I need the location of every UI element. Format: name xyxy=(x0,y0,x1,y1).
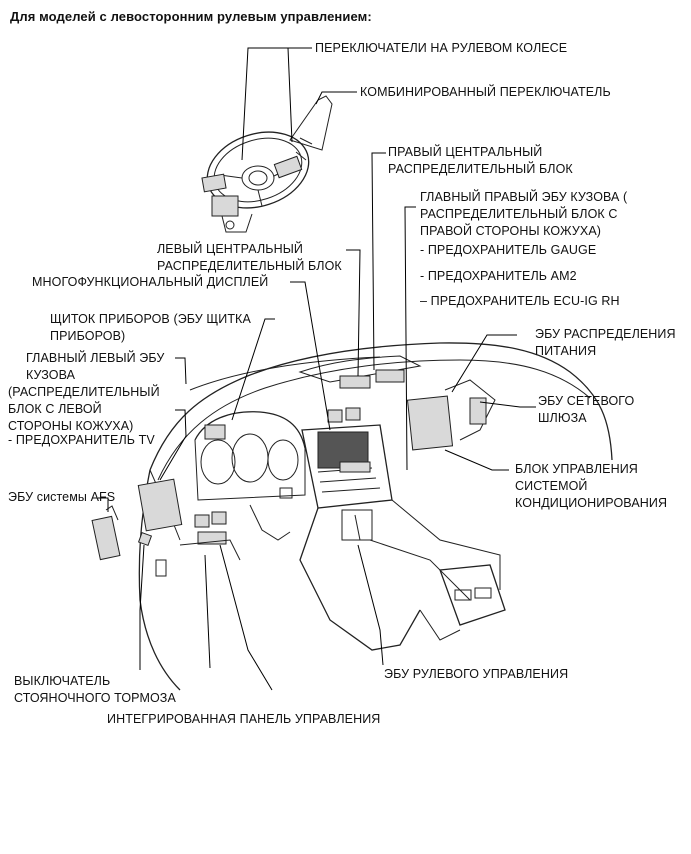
label-right-junction-block: ПРАВЫЙ ЦЕНТРАЛЬНЫЙ РАСПРЕДЕЛИТЕЛЬНЫЙ БЛО… xyxy=(388,145,573,176)
label-main-body-ecu-lh: ГЛАВНЫЙ ЛЕВЫЙ ЭБУ КУЗОВА (РАСПРЕДЕЛИТЕЛЬ… xyxy=(8,351,165,433)
diagram-title: Для моделей с левосторонним рулевым упра… xyxy=(10,9,372,24)
label-fuse-gauge: - ПРЕДОХРАНИТЕЛЬ GAUGE xyxy=(420,243,597,257)
label-multi-display: МНОГОФУНКЦИОНАЛЬНЫЙ ДИСПЛЕЙ xyxy=(32,275,269,289)
instrument-panel-illustration xyxy=(91,342,613,691)
label-parking-brake-switch: ВЫКЛЮЧАТЕЛЬ СТОЯНОЧНОГО ТОРМОЗА xyxy=(14,674,176,705)
label-integrated-panel: ИНТЕГРИРОВАННАЯ ПАНЕЛЬ УПРАВЛЕНИЯ xyxy=(107,712,381,726)
label-power-dist-ecu: ЭБУ РАСПРЕДЕЛЕНИЯ ПИТАНИЯ xyxy=(535,327,676,358)
label-fuse-tv: - ПРЕДОХРАНИТЕЛЬ TV xyxy=(8,433,155,447)
label-gateway-ecu: ЭБУ СЕТЕВОГО ШЛЮЗА xyxy=(538,394,635,425)
label-combination-meter: ЩИТОК ПРИБОРОВ (ЭБУ ЩИТКА ПРИБОРОВ) xyxy=(50,312,251,343)
label-fuse-am2: - ПРЕДОХРАНИТЕЛЬ AM2 xyxy=(420,269,577,283)
label-steering-switches: ПЕРЕКЛЮЧАТЕЛИ НА РУЛЕВОМ КОЛЕСЕ xyxy=(315,41,568,55)
label-ac-control: БЛОК УПРАВЛЕНИЯ СИСТЕМОЙ КОНДИЦИОНИРОВАН… xyxy=(515,462,668,510)
leader-lines xyxy=(98,47,536,691)
label-combination-switch: КОМБИНИРОВАННЫЙ ПЕРЕКЛЮЧАТЕЛЬ xyxy=(360,85,611,99)
steering-wheel-illustration xyxy=(201,95,333,233)
label-steering-ecu: ЭБУ РУЛЕВОГО УПРАВЛЕНИЯ xyxy=(384,667,569,681)
label-fuse-ecu-ig-rh: – ПРЕДОХРАНИТЕЛЬ ECU-IG RH xyxy=(420,294,620,308)
label-afs-ecu: ЭБУ системы AFS xyxy=(8,490,116,504)
label-left-junction-block: ЛЕВЫЙ ЦЕНТРАЛЬНЫЙ РАСПРЕДЕЛИТЕЛЬНЫЙ БЛОК xyxy=(157,242,342,273)
label-main-body-ecu-rh: ГЛАВНЫЙ ПРАВЫЙ ЭБУ КУЗОВА ( РАСПРЕДЕЛИТЕ… xyxy=(420,190,628,238)
